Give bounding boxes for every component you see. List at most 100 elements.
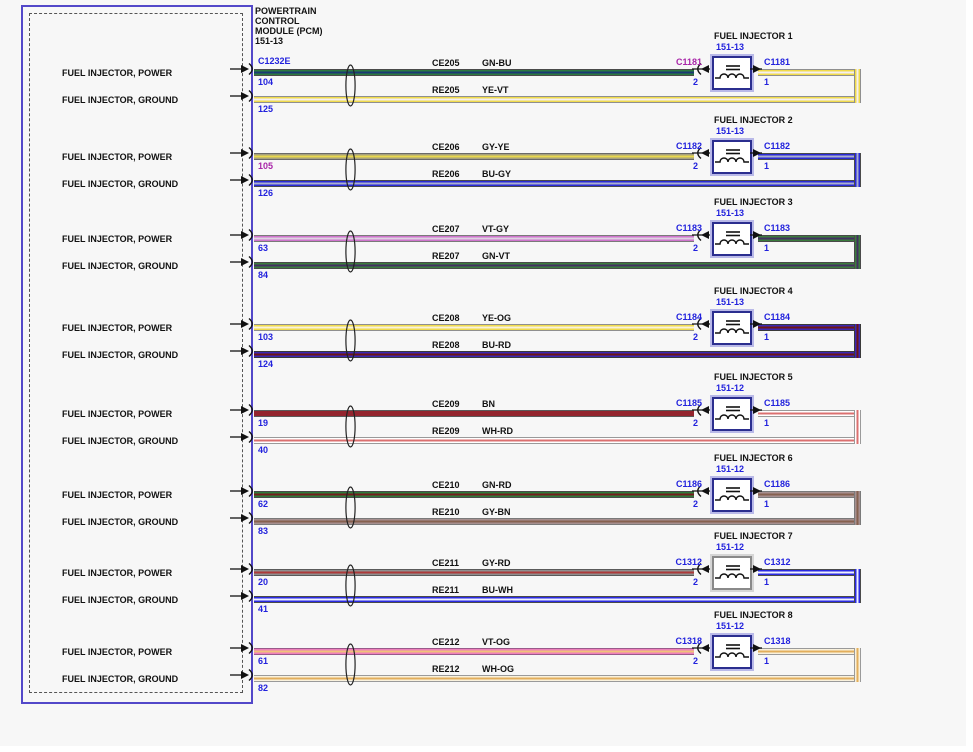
- injector-left-pin-number[interactable]: 2: [692, 332, 698, 342]
- injector-right-pin-number[interactable]: 1: [764, 418, 770, 428]
- injector-left-connector-id[interactable]: C1184: [675, 312, 702, 322]
- pcm-title-line3: MODULE (PCM): [255, 26, 323, 36]
- ground-return-wire-top: [758, 491, 861, 498]
- pcm-power-pin-number[interactable]: 19: [258, 418, 269, 428]
- pcm-power-pin-number[interactable]: 61: [258, 656, 269, 666]
- twisted-pair-icon: [345, 486, 356, 529]
- injector-left-connector-id[interactable]: C1185: [675, 398, 702, 408]
- injector-right-connector-id[interactable]: C1185: [764, 398, 791, 408]
- ground-wire: [254, 180, 861, 187]
- ground-return-wire-top: [758, 153, 861, 160]
- injector-left-connector-id[interactable]: C1182: [675, 141, 702, 151]
- pcm-ground-pin-number[interactable]: 83: [258, 526, 269, 536]
- pcm-power-pin-number[interactable]: 105: [258, 161, 274, 171]
- injector-sheet-ref-link[interactable]: 151-12: [716, 621, 745, 631]
- injector-sheet-ref-link[interactable]: 151-12: [716, 383, 745, 393]
- injector-right-connector-id[interactable]: C1184: [764, 312, 791, 322]
- injector-symbol-box[interactable]: [712, 56, 752, 90]
- injector-right-connector-id[interactable]: C1181: [764, 57, 791, 67]
- injector-right-junction-icon: [750, 320, 762, 328]
- injector-coil-icon: [715, 149, 749, 163]
- injector-left-connector-id[interactable]: C1183: [675, 223, 702, 233]
- injector-right-junction-icon: [750, 487, 762, 495]
- power-wire-color-code: YE-OG: [482, 313, 512, 323]
- pcm-power-pin-number[interactable]: 63: [258, 243, 269, 253]
- injector-sheet-ref-link[interactable]: 151-12: [716, 542, 745, 552]
- ground-circuit-id: RE212: [432, 664, 460, 674]
- power-wire-color-code: VT-GY: [482, 224, 510, 234]
- injector-left-pin-number[interactable]: 2: [692, 499, 698, 509]
- ground-return-wire-top: [758, 69, 861, 76]
- injector-right-connector-id[interactable]: C1318: [764, 636, 791, 646]
- injector-right-pin-number[interactable]: 1: [764, 499, 770, 509]
- injector-left-pin-number[interactable]: 2: [692, 656, 698, 666]
- pcm-ground-pin-number[interactable]: 84: [258, 270, 269, 280]
- injector-right-pin-number[interactable]: 1: [764, 243, 770, 253]
- ground-wire: [254, 96, 861, 103]
- injector-symbol-box[interactable]: [712, 556, 752, 590]
- ground-wire-color-code: WH-OG: [482, 664, 514, 674]
- injector-right-pin-number[interactable]: 1: [764, 161, 770, 171]
- pcm-ground-pin-number[interactable]: 125: [258, 104, 274, 114]
- power-wire: [254, 648, 694, 655]
- pcm-power-pin-number[interactable]: 20: [258, 577, 269, 587]
- ground-return-wire-top: [758, 410, 861, 417]
- injector-left-connector-id[interactable]: C1181: [675, 57, 702, 67]
- injector-symbol-box[interactable]: [712, 222, 752, 256]
- pcm-title-line2: CONTROL: [255, 16, 300, 26]
- injector-symbol-box[interactable]: [712, 397, 752, 431]
- injector-symbol-box[interactable]: [712, 478, 752, 512]
- injector-sheet-ref-link[interactable]: 151-13: [716, 208, 745, 218]
- injector-coil-icon: [715, 320, 749, 334]
- ground-return-wire-top: [758, 235, 861, 242]
- injector-title: FUEL INJECTOR 7: [714, 531, 793, 541]
- pcm-power-pin-number[interactable]: 104: [258, 77, 274, 87]
- pcm-power-pin-number[interactable]: 62: [258, 499, 269, 509]
- injector-left-pin-number[interactable]: 2: [692, 243, 698, 253]
- injector-left-connector-id[interactable]: C1312: [675, 557, 702, 567]
- injector-sheet-ref-link[interactable]: 151-13: [716, 297, 745, 307]
- injector-right-pin-number[interactable]: 1: [764, 656, 770, 666]
- pcm-ground-pin-label: FUEL INJECTOR, GROUND: [62, 436, 179, 446]
- injector-left-connector-id[interactable]: C1318: [675, 636, 702, 646]
- injector-left-junction-icon: [692, 62, 712, 76]
- pcm-ground-pin-number[interactable]: 82: [258, 683, 269, 693]
- pcm-sheet-ref-link[interactable]: 151-13: [255, 36, 284, 46]
- injector-right-pin-number[interactable]: 1: [764, 577, 770, 587]
- pcm-ground-pin-number[interactable]: 41: [258, 604, 269, 614]
- injector-right-pin-number[interactable]: 1: [764, 77, 770, 87]
- injector-right-connector-id[interactable]: C1182: [764, 141, 791, 151]
- pcm-connector-id-link[interactable]: C1232E: [258, 56, 291, 66]
- injector-right-connector-id[interactable]: C1312: [764, 557, 791, 567]
- pcm-ground-pin-number[interactable]: 124: [258, 359, 274, 369]
- injector-left-pin-number[interactable]: 2: [692, 418, 698, 428]
- pcm-ground-junction-icon: [230, 589, 253, 603]
- injector-symbol-box[interactable]: [712, 311, 752, 345]
- injector-title: FUEL INJECTOR 8: [714, 610, 793, 620]
- pcm-ground-pin-number[interactable]: 40: [258, 445, 269, 455]
- injector-left-connector-id[interactable]: C1186: [675, 479, 702, 489]
- injector-right-junction-icon: [750, 644, 762, 652]
- injector-right-connector-id[interactable]: C1183: [764, 223, 791, 233]
- injector-sheet-ref-link[interactable]: 151-13: [716, 126, 745, 136]
- pcm-ground-pin-label: FUEL INJECTOR, GROUND: [62, 350, 179, 360]
- pcm-power-pin-number[interactable]: 103: [258, 332, 274, 342]
- pcm-power-junction-icon: [230, 146, 253, 160]
- injector-left-pin-number[interactable]: 2: [692, 577, 698, 587]
- ground-wire: [254, 675, 861, 682]
- injector-right-junction-icon: [750, 406, 762, 414]
- injector-right-connector-id[interactable]: C1186: [764, 479, 791, 489]
- power-circuit-id: CE209: [432, 399, 460, 409]
- injector-sheet-ref-link[interactable]: 151-13: [716, 42, 745, 52]
- injector-symbol-box[interactable]: [712, 635, 752, 669]
- injector-right-pin-number[interactable]: 1: [764, 332, 770, 342]
- ground-circuit-id: RE208: [432, 340, 460, 350]
- injector-left-pin-number[interactable]: 2: [692, 77, 698, 87]
- injector-left-pin-number[interactable]: 2: [692, 161, 698, 171]
- injector-symbol-box[interactable]: [712, 140, 752, 174]
- injector-title: FUEL INJECTOR 1: [714, 31, 793, 41]
- pcm-ground-pin-number[interactable]: 126: [258, 188, 274, 198]
- power-wire-color-code: GY-YE: [482, 142, 510, 152]
- injector-sheet-ref-link[interactable]: 151-12: [716, 464, 745, 474]
